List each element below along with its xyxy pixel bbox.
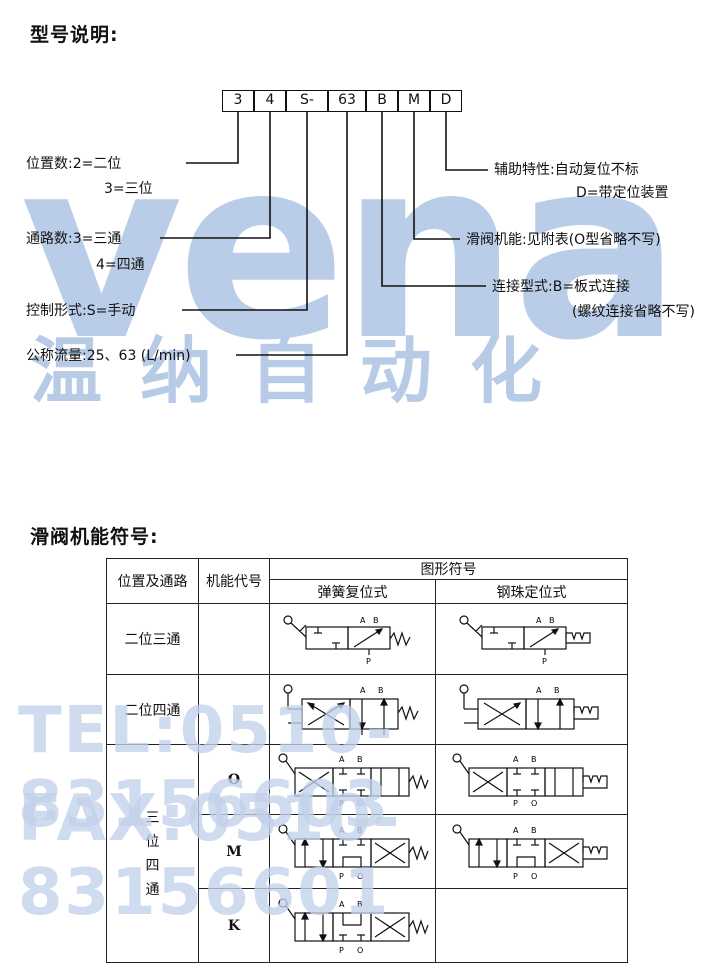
svg-text:O: O — [357, 799, 363, 808]
svg-text:B: B — [357, 826, 363, 835]
code-m: M — [198, 814, 270, 889]
symbol-k-spring: A B P O — [269, 888, 436, 963]
svg-text:O: O — [357, 872, 363, 881]
label-ways-4: 4=四通 — [96, 257, 145, 273]
page-title-function: 滑阀机能符号: — [30, 526, 159, 548]
header-symbol: 图形符号 — [269, 558, 628, 580]
code-box-flow: 63 — [328, 90, 366, 112]
label-function: 滑阀机能:见附表(O型省略不写) — [466, 232, 661, 248]
symbol-o-spring: A B P O — [269, 744, 436, 815]
label-connection: 连接型式:B=板式连接 — [492, 279, 631, 295]
symbol-m-spring: A B P O — [269, 814, 436, 889]
page-title-model: 型号说明: — [30, 24, 119, 46]
leader-lines — [160, 112, 488, 356]
svg-text:B: B — [531, 826, 537, 835]
symbol-o-detent: A B P O — [435, 744, 628, 815]
label-positions: 位置数:2=二位 — [26, 156, 122, 172]
svg-text:P: P — [542, 657, 547, 666]
svg-text:A: A — [513, 826, 519, 835]
svg-text:B: B — [357, 755, 363, 764]
header-detent: 钢珠定位式 — [435, 579, 628, 604]
svg-text:A: A — [339, 826, 345, 835]
header-spring: 弹簧复位式 — [269, 579, 436, 604]
svg-text:A: A — [536, 686, 542, 695]
svg-text:O: O — [531, 872, 537, 881]
code-o: O — [198, 744, 270, 815]
svg-text:B: B — [378, 686, 384, 695]
code-box-control: S- — [286, 90, 328, 112]
svg-text:P: P — [339, 946, 344, 955]
header-code: 机能代号 — [198, 558, 270, 604]
port-label-a: A — [360, 616, 366, 625]
svg-text:O: O — [531, 799, 537, 808]
svg-text:B: B — [554, 686, 560, 695]
header-position: 位置及通路 — [106, 558, 199, 604]
label-ways: 通路数:3=三通 — [26, 231, 122, 247]
svg-text:B: B — [549, 616, 555, 625]
symbol-2pos3way-detent: A B P — [435, 603, 628, 675]
function-symbol-table: 位置及通路 机能代号 图形符号 弹簧复位式 钢珠定位式 二位三通 A — [106, 558, 628, 963]
symbol-2pos3way-spring: A B P — [269, 603, 436, 675]
code-empty-2 — [198, 674, 270, 745]
svg-text:O: O — [357, 946, 363, 955]
label-connection-thread: (螺纹连接省略不写) — [572, 304, 695, 320]
label-positions-3: 3=三位 — [104, 181, 153, 197]
row-2pos-3way: 二位三通 — [106, 603, 199, 675]
symbol-m-detent: A B P O — [435, 814, 628, 889]
svg-text:B: B — [531, 755, 537, 764]
row-2pos-4way: 二位四通 — [106, 674, 199, 745]
label-aux-d: D=带定位装置 — [576, 185, 669, 201]
label-control: 控制形式:S=手动 — [26, 303, 136, 319]
symbol-2pos4way-detent: A B — [435, 674, 628, 745]
label-flow: 公称流量:25、63 (L/min) — [26, 348, 191, 364]
code-box-connection: B — [366, 90, 398, 112]
symbol-2pos4way-spring: A B — [269, 674, 436, 745]
svg-text:B: B — [357, 900, 363, 909]
svg-text:P: P — [339, 799, 344, 808]
code-k: K — [198, 888, 270, 963]
code-box-ways: 4 — [254, 90, 286, 112]
code-box-aux: D — [430, 90, 462, 112]
svg-text:A: A — [339, 755, 345, 764]
svg-text:P: P — [513, 872, 518, 881]
label-aux: 辅助特性:自动复位不标 — [494, 162, 639, 178]
row-3pos-4way: 三 位 四 通 — [106, 744, 199, 963]
port-label-b: B — [373, 616, 379, 625]
svg-text:A: A — [339, 900, 345, 909]
svg-text:P: P — [339, 872, 344, 881]
port-label-p: P — [366, 657, 371, 666]
svg-text:A: A — [536, 616, 542, 625]
svg-text:A: A — [513, 755, 519, 764]
code-box-positions: 3 — [222, 90, 254, 112]
code-empty-1 — [198, 603, 270, 675]
symbol-k-detent-empty — [435, 888, 628, 963]
svg-text:P: P — [513, 799, 518, 808]
code-box-function: M — [398, 90, 430, 112]
svg-text:A: A — [360, 686, 366, 695]
